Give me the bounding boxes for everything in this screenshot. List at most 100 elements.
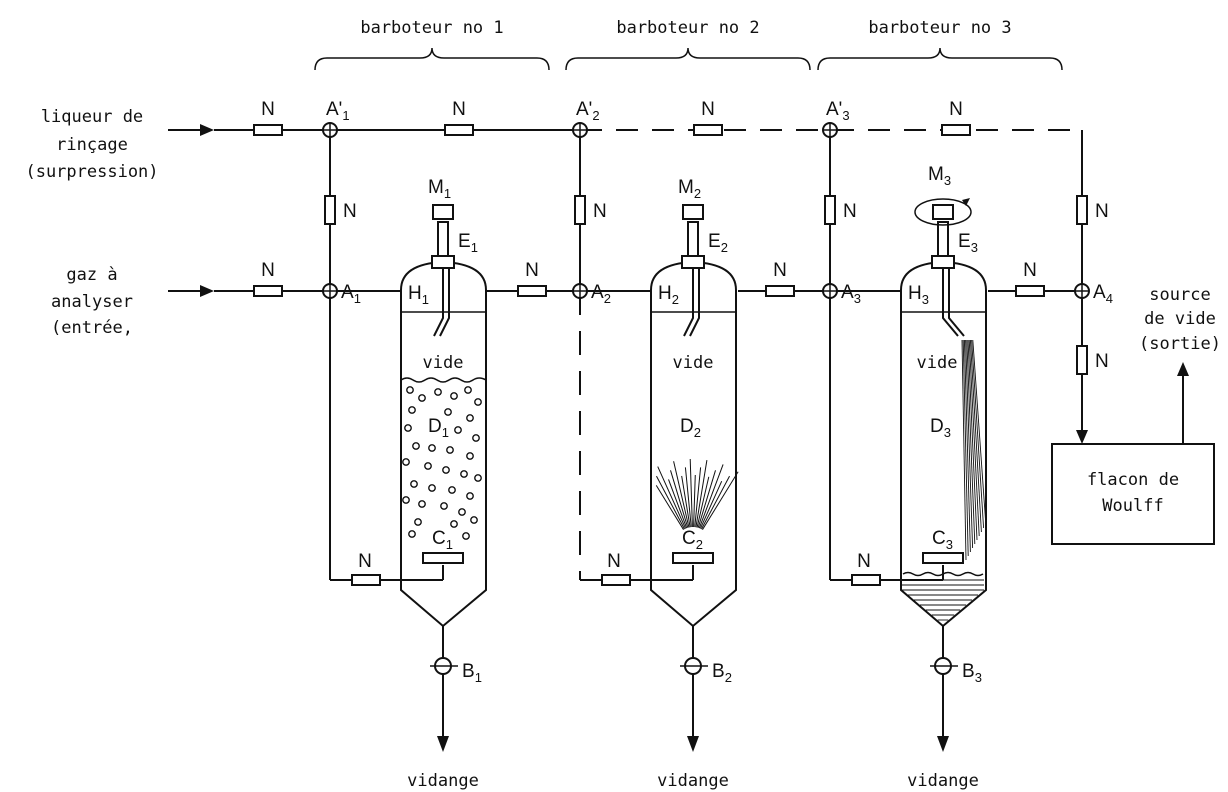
spray-line — [673, 461, 690, 528]
valve-label: N — [593, 201, 607, 222]
drain-label-2: vidange — [657, 771, 729, 791]
spray-line — [969, 339, 982, 533]
svg-text:E1: E1 — [458, 231, 478, 255]
vessel-1-fill-label: vide — [423, 353, 464, 373]
header-bubbler-3: barboteur no 3 — [868, 18, 1011, 38]
bubble-icon — [442, 466, 450, 474]
woulff-flask — [1051, 443, 1215, 545]
bubble-icon — [402, 458, 410, 466]
svg-text:H2: H2 — [658, 283, 679, 307]
valve-label: N — [773, 260, 787, 281]
spray-line — [699, 480, 723, 529]
bubble-icon — [448, 486, 456, 494]
svg-text:A3: A3 — [841, 282, 861, 306]
drain-arrow-icon — [937, 736, 949, 752]
svg-text:D1: D1 — [428, 416, 449, 440]
bubble-icon — [404, 424, 412, 432]
svg-text:C3: C3 — [932, 528, 953, 552]
node-labels-a: A1 A2 A3 A4 — [341, 282, 1113, 306]
spray-line — [656, 475, 686, 530]
valve-labels: N N N N N N N N N N N N N N N N — [261, 99, 1109, 572]
svg-text:H3: H3 — [908, 283, 929, 307]
bubble-icon — [458, 508, 466, 516]
bubble-icon — [402, 496, 410, 504]
valve-label: N — [1023, 260, 1037, 281]
gas-label-line1: gaz à — [66, 265, 117, 285]
svg-text:B2: B2 — [712, 661, 732, 685]
bubble-icon — [444, 408, 452, 416]
spray-line — [962, 339, 969, 557]
svg-text:A'3: A'3 — [826, 99, 850, 123]
flask-label-line1: flacon de — [1087, 470, 1179, 490]
bubble-icon — [466, 414, 474, 422]
bubble-icon — [446, 446, 454, 454]
bubbles-1 — [402, 386, 482, 540]
bubble-icon — [474, 474, 482, 482]
spray-jets-2 — [655, 459, 739, 530]
svg-text:B1: B1 — [462, 661, 482, 685]
spray-line — [655, 485, 684, 530]
vessel-1 — [400, 204, 487, 752]
spray-line — [968, 339, 980, 537]
valve-label: N — [843, 201, 857, 222]
svg-text:A4: A4 — [1093, 282, 1113, 306]
vacuum-outlet-arrow-icon — [1177, 362, 1189, 376]
bubble-icon — [454, 426, 462, 434]
valve-label: N — [607, 551, 621, 572]
bubble-icon — [464, 386, 472, 394]
spray-line — [965, 339, 974, 549]
gas-label-line3: (entrée, — [51, 318, 133, 338]
valve-label: N — [701, 99, 715, 120]
bubble-icon — [440, 502, 448, 510]
drain-arrow-icon — [437, 736, 449, 752]
svg-text:A2: A2 — [591, 282, 611, 306]
valve-label: N — [261, 260, 275, 281]
bubble-icon — [428, 444, 436, 452]
vessel-2 — [650, 204, 737, 752]
svg-text:E2: E2 — [708, 231, 728, 255]
spray-line — [694, 467, 702, 528]
valve-label: N — [949, 99, 963, 120]
spray-line — [684, 467, 692, 528]
spray-line — [972, 339, 987, 525]
spray-line — [966, 339, 976, 545]
spray-line — [695, 460, 708, 528]
valve-label: N — [857, 551, 871, 572]
liquid-hatch-3 — [902, 579, 984, 621]
svg-text:C2: C2 — [682, 528, 703, 552]
valve-label: N — [452, 99, 466, 120]
svg-text:M3: M3 — [928, 164, 951, 188]
drain-label-1: vidange — [407, 771, 479, 791]
svg-text:C1: C1 — [432, 528, 453, 552]
spray-line — [961, 339, 967, 561]
bubble-icon — [412, 442, 420, 450]
svg-text:A'2: A'2 — [576, 99, 600, 123]
header-bubbler-2: barboteur no 2 — [616, 18, 759, 38]
node-labels-a-prime: A'1 A'2 A'3 — [326, 99, 850, 123]
bubble-icon — [406, 386, 414, 394]
vessel-3-fill-label: vide — [917, 353, 958, 373]
junction-nodes — [322, 122, 1090, 299]
to-flask-arrow-icon — [1076, 430, 1088, 444]
svg-text:D2: D2 — [680, 416, 701, 440]
brace-1 — [314, 47, 550, 71]
brace-3 — [817, 47, 1063, 71]
bubble-icon — [466, 452, 474, 460]
spray-jets-3 — [961, 339, 987, 561]
bubble-icon — [410, 480, 418, 488]
spray-line — [971, 339, 985, 529]
spray-line — [670, 470, 689, 528]
rinse-label-line3: (surpression) — [25, 162, 158, 182]
spray-line — [963, 339, 971, 553]
bubble-icon — [408, 406, 416, 414]
bubble-icon — [428, 484, 436, 492]
vessel-labels: vide vide vide M1 M2 M3 E1 E2 E3 H1 H2 H… — [408, 164, 982, 685]
valve-label: N — [525, 260, 539, 281]
bubble-icon — [466, 492, 474, 500]
vacuum-label-line3: (sortie) — [1139, 334, 1221, 354]
bubble-icon — [434, 388, 442, 396]
header-bubbler-1: barboteur no 1 — [360, 18, 503, 38]
spray-line — [657, 466, 687, 529]
svg-text:D3: D3 — [930, 416, 951, 440]
